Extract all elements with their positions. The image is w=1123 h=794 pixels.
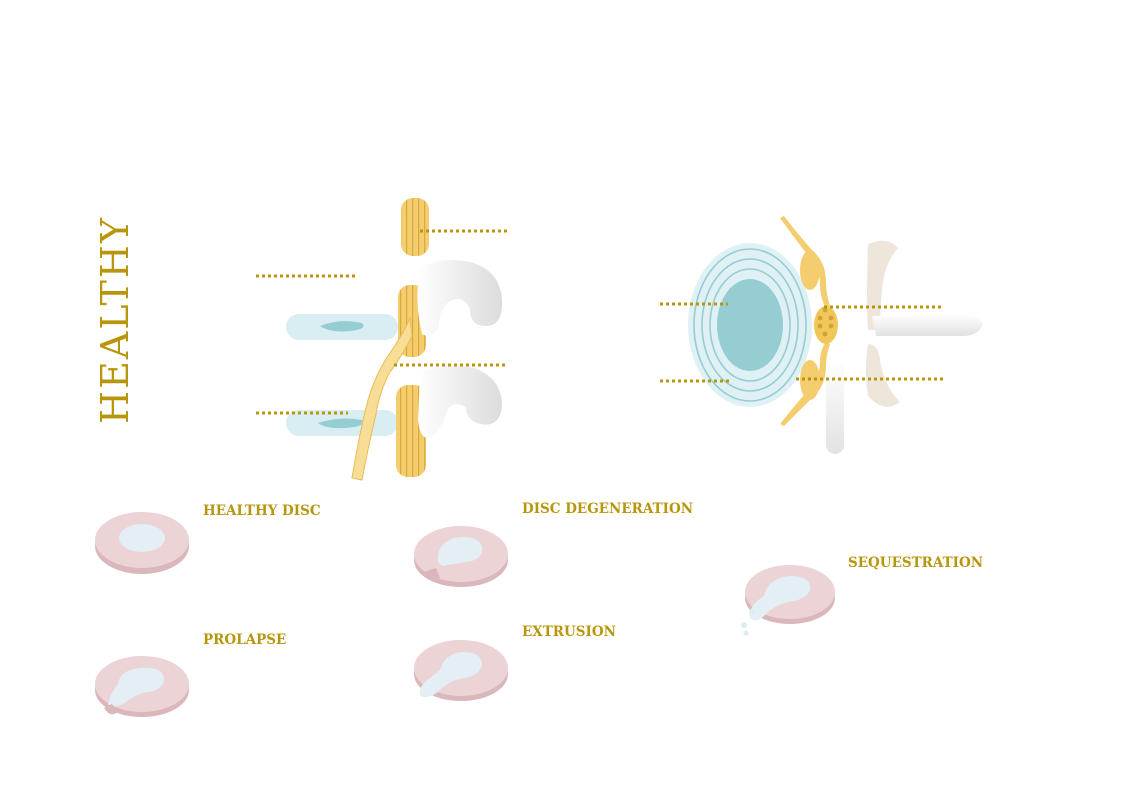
disc-top-view xyxy=(688,243,812,407)
prolapse-label: PROLAPSE xyxy=(203,632,287,648)
lower-lamina xyxy=(866,344,900,407)
healthy-disc-label: HEALTHY DISC xyxy=(203,503,321,519)
spine-side-view xyxy=(256,198,508,481)
side-view-leader-lines xyxy=(256,229,508,415)
prolapse-icon xyxy=(95,656,189,717)
healthy-disc-icon xyxy=(95,512,189,574)
sequestration-label: SEQUESTRATION xyxy=(848,555,984,571)
posterior-bone-processes xyxy=(417,260,503,439)
disc-degeneration-icon xyxy=(414,526,508,587)
spine-top-view xyxy=(660,216,983,454)
nerve-root xyxy=(351,316,413,481)
disc-degeneration-label: DISC DEGENERATION xyxy=(522,501,694,517)
transverse-process xyxy=(826,360,844,454)
upper-vertebra-segment xyxy=(401,198,429,256)
sequestration-icon xyxy=(741,565,835,636)
extrusion-label: EXTRUSION xyxy=(522,624,616,640)
extrusion-icon xyxy=(414,640,508,701)
upper-disc-side xyxy=(286,314,398,340)
spinous-process xyxy=(872,314,983,336)
top-view-leader-lines xyxy=(660,302,944,383)
